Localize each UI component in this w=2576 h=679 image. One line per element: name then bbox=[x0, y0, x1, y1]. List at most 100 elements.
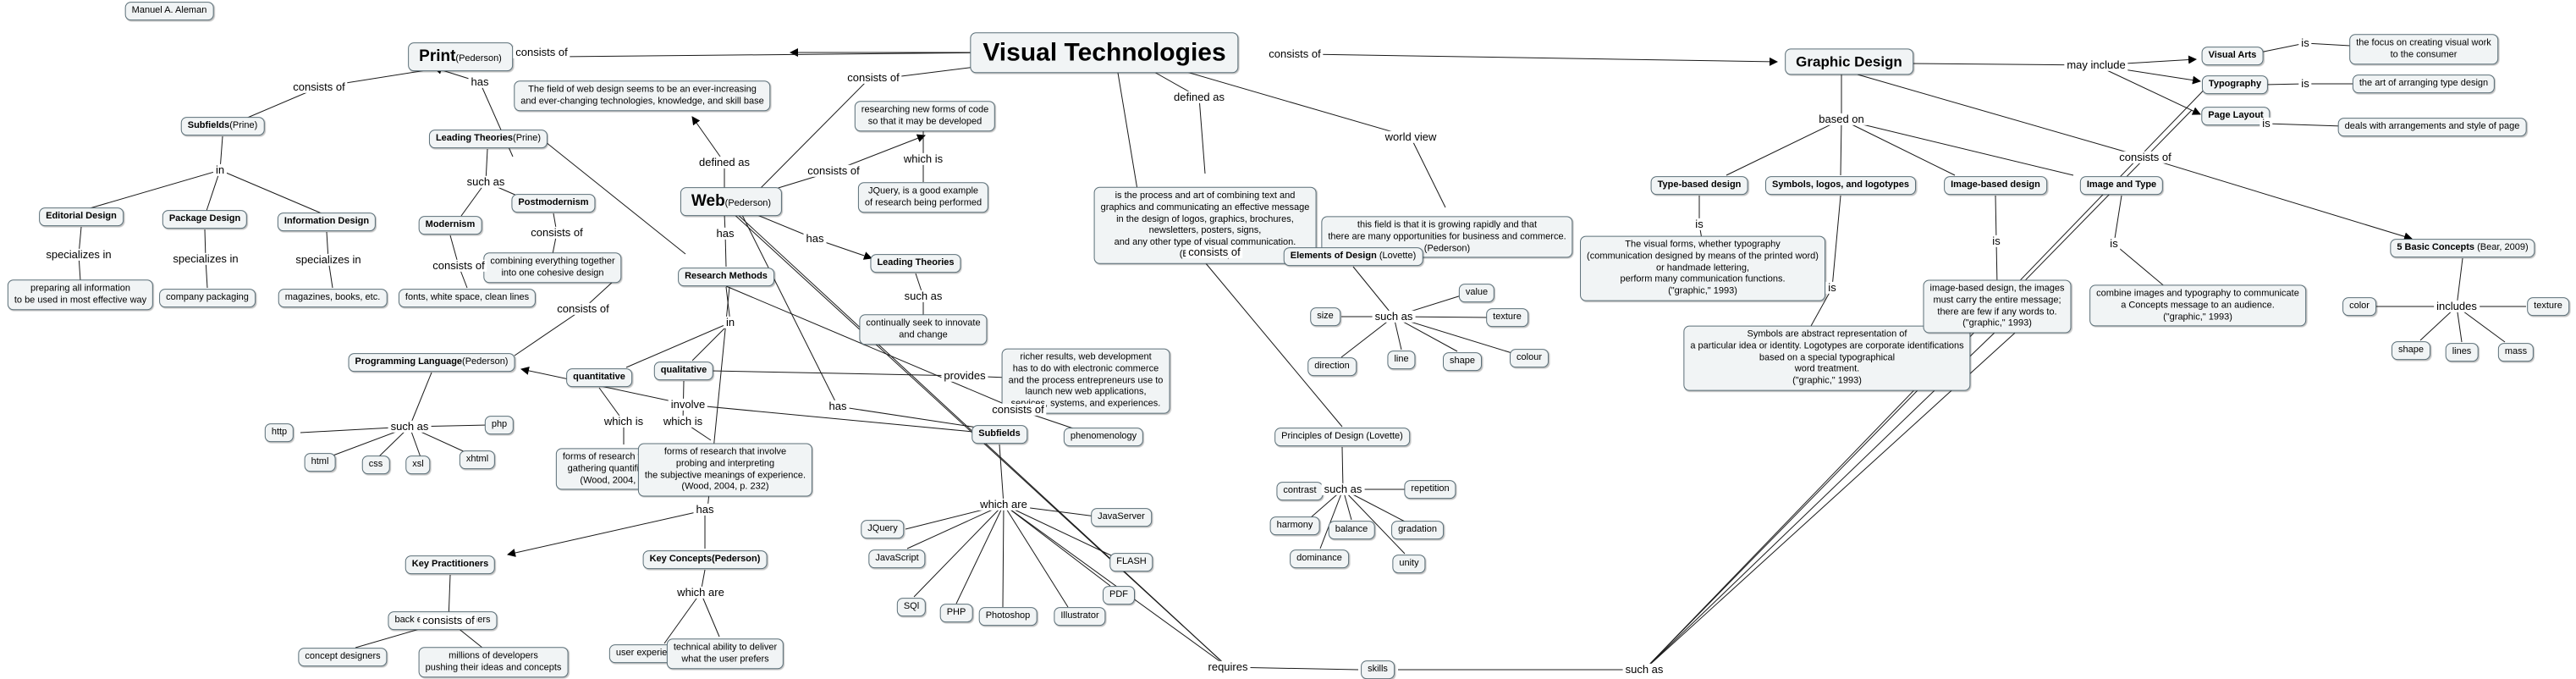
link-label-l-consists-prog: consists of bbox=[554, 302, 612, 316]
connector-line bbox=[1342, 489, 1406, 555]
node-type-def[interactable]: The visual forms, whether typography (co… bbox=[1580, 235, 1825, 301]
node-innovate[interactable]: continually seek to innovate and change bbox=[859, 314, 988, 345]
node-img-def[interactable]: image-based design, the images must carr… bbox=[1923, 279, 2072, 334]
node-dominance[interactable]: dominance bbox=[1290, 549, 1349, 568]
node-tech-ability[interactable]: technical ability to deliver what the us… bbox=[666, 638, 784, 669]
node-unity[interactable]: unity bbox=[1392, 555, 1426, 573]
node-quantitative[interactable]: quantitative bbox=[566, 368, 632, 387]
node-vt[interactable]: Visual Technologies bbox=[970, 32, 1239, 73]
node-shape-el[interactable]: shape bbox=[1443, 352, 1482, 371]
node-javascript[interactable]: JavaScript bbox=[868, 549, 926, 568]
node-http[interactable]: http bbox=[264, 423, 294, 442]
node-layout-def[interactable]: deals with arrangements and style of pag… bbox=[2337, 118, 2527, 136]
node-colour[interactable]: colour bbox=[1510, 349, 1549, 367]
node-modernism[interactable]: Modernism bbox=[418, 216, 482, 235]
node-info[interactable]: Information Design bbox=[277, 213, 377, 231]
node-postmodernism[interactable]: Postmodernism bbox=[511, 194, 596, 213]
node-line[interactable]: line bbox=[1387, 351, 1416, 369]
node-javaserver[interactable]: JavaServer bbox=[1091, 508, 1152, 527]
node-symbols[interactable]: Symbols, logos, and logotypes bbox=[1765, 176, 1916, 195]
node-sym-def[interactable]: Symbols are abstract representation of a… bbox=[1683, 325, 1971, 391]
node-html[interactable]: html bbox=[304, 453, 336, 472]
node-xhtml[interactable]: xhtml bbox=[459, 450, 496, 469]
node-richer[interactable]: richer results, web development has to d… bbox=[1001, 348, 1170, 414]
node-prep-info[interactable]: preparing all information to be used in … bbox=[7, 279, 154, 310]
node-text: Leading Theories bbox=[435, 133, 514, 144]
node-va-def[interactable]: the focus on creating visual work to the… bbox=[2349, 34, 2498, 64]
node-typography[interactable]: Typography bbox=[2201, 75, 2269, 94]
node-subfields-prine[interactable]: Subfields(Prine) bbox=[180, 117, 265, 135]
node-css[interactable]: css bbox=[361, 455, 390, 474]
node-repetition[interactable]: repetition bbox=[1404, 480, 1456, 499]
node-text: Information Design bbox=[283, 216, 370, 227]
node-page-layout[interactable]: Page Layout bbox=[2201, 107, 2271, 125]
node-direction[interactable]: direction bbox=[1307, 357, 1357, 376]
node-company-pack[interactable]: company packaging bbox=[159, 289, 256, 307]
node-text: preparing all information to be used in … bbox=[14, 283, 147, 305]
node-key-concepts[interactable]: Key Concepts(Pederson) bbox=[642, 550, 768, 569]
node-magazines[interactable]: magazines, books, etc. bbox=[278, 289, 388, 307]
node-php-lang[interactable]: php bbox=[484, 416, 515, 434]
node-package[interactable]: Package Design bbox=[162, 210, 248, 229]
node-researching[interactable]: researching new forms of code so that it… bbox=[854, 101, 996, 131]
node-field-web[interactable]: The field of web design seems to be an e… bbox=[514, 80, 771, 111]
node-sql[interactable]: SQl bbox=[896, 598, 927, 616]
node-balance[interactable]: balance bbox=[1328, 521, 1375, 539]
node-gradation[interactable]: gradation bbox=[1391, 521, 1444, 539]
node-flash[interactable]: FLASH bbox=[1109, 553, 1153, 571]
node-jquery[interactable]: JQuery bbox=[861, 520, 905, 538]
node-texture-bc[interactable]: texture bbox=[2527, 297, 2569, 316]
node-text: quantitative bbox=[573, 372, 625, 383]
node-subfields-web[interactable]: Subfields bbox=[972, 425, 1027, 444]
connector-line bbox=[219, 169, 322, 214]
node-illustrator[interactable]: Illustrator bbox=[1054, 607, 1106, 626]
node-size[interactable]: size bbox=[1310, 307, 1340, 326]
node-millions[interactable]: millions of developers pushing their ide… bbox=[418, 647, 569, 677]
node-web[interactable]: Web(Pederson) bbox=[680, 187, 783, 216]
node-qualitative[interactable]: qualitative bbox=[653, 362, 714, 380]
node-principles[interactable]: Principles of Design (Lovette) bbox=[1274, 428, 1410, 446]
node-texture-el[interactable]: texture bbox=[1486, 308, 1528, 327]
node-contrast[interactable]: contrast bbox=[1276, 482, 1324, 500]
node-print[interactable]: Print(Pederson) bbox=[408, 42, 513, 71]
connector-line bbox=[206, 169, 221, 212]
node-image-based[interactable]: Image-based design bbox=[1944, 176, 2047, 195]
node-five-concepts[interactable]: 5 Basic Concepts (Bear, 2009) bbox=[2390, 239, 2535, 257]
node-text: phenomenology bbox=[1070, 431, 1137, 442]
node-shape-bc[interactable]: shape bbox=[2392, 341, 2430, 360]
node-imgtype-def[interactable]: combine images and typography to communi… bbox=[2089, 284, 2306, 327]
node-phenomenology[interactable]: phenomenology bbox=[1063, 428, 1144, 446]
node-graphic-design[interactable]: Graphic Design bbox=[1785, 48, 1913, 75]
connector-line bbox=[1003, 504, 1229, 668]
link-label-l-consists-gd2: consists of bbox=[2116, 151, 2174, 164]
connector-line bbox=[1410, 136, 1446, 208]
node-fonts[interactable]: fonts, white space, clean lines bbox=[398, 289, 537, 307]
node-image-type[interactable]: Image and Type bbox=[2079, 176, 2164, 195]
node-jquery-ex[interactable]: JQuery, is a good example of research be… bbox=[857, 182, 989, 213]
node-visual-arts[interactable]: Visual Arts bbox=[2201, 47, 2264, 65]
node-harmony[interactable]: harmony bbox=[1269, 516, 1320, 535]
node-elements[interactable]: Elements of Design (Lovette) bbox=[1283, 247, 1423, 266]
node-qual-def[interactable]: forms of research that involve probing a… bbox=[637, 443, 813, 497]
node-pdf[interactable]: PDF bbox=[1103, 586, 1135, 604]
node-lines[interactable]: lines bbox=[2445, 343, 2479, 362]
node-skills[interactable]: skills bbox=[1361, 660, 1395, 679]
node-leading-prine[interactable]: Leading Theories(Prine) bbox=[428, 130, 548, 148]
node-php-sub[interactable]: PHP bbox=[939, 604, 973, 622]
node-mass[interactable]: mass bbox=[2497, 343, 2535, 362]
node-type-based[interactable]: Type-based design bbox=[1650, 176, 1748, 195]
node-prog-lang[interactable]: Programming Language(Pederson) bbox=[348, 353, 515, 372]
node-concept-designers[interactable]: concept designers bbox=[298, 648, 388, 666]
node-combining[interactable]: combining everything together into one c… bbox=[483, 252, 622, 283]
node-color[interactable]: color bbox=[2342, 297, 2376, 316]
node-vt-def[interactable]: is the process and art of combining text… bbox=[1093, 186, 1317, 264]
node-photoshop[interactable]: Photoshop bbox=[978, 607, 1038, 626]
node-research-methods[interactable]: Research Methods bbox=[678, 268, 774, 286]
node-value[interactable]: value bbox=[1458, 284, 1495, 302]
node-key-practitioners[interactable]: Key Practitioners bbox=[405, 555, 496, 574]
connector-line bbox=[520, 366, 689, 406]
node-editorial[interactable]: Editorial Design bbox=[39, 207, 124, 226]
node-leading-web[interactable]: Leading Theories bbox=[870, 254, 961, 273]
node-xsl[interactable]: xsl bbox=[405, 455, 431, 474]
node-typo-def[interactable]: the art of arranging type design bbox=[2352, 75, 2496, 93]
